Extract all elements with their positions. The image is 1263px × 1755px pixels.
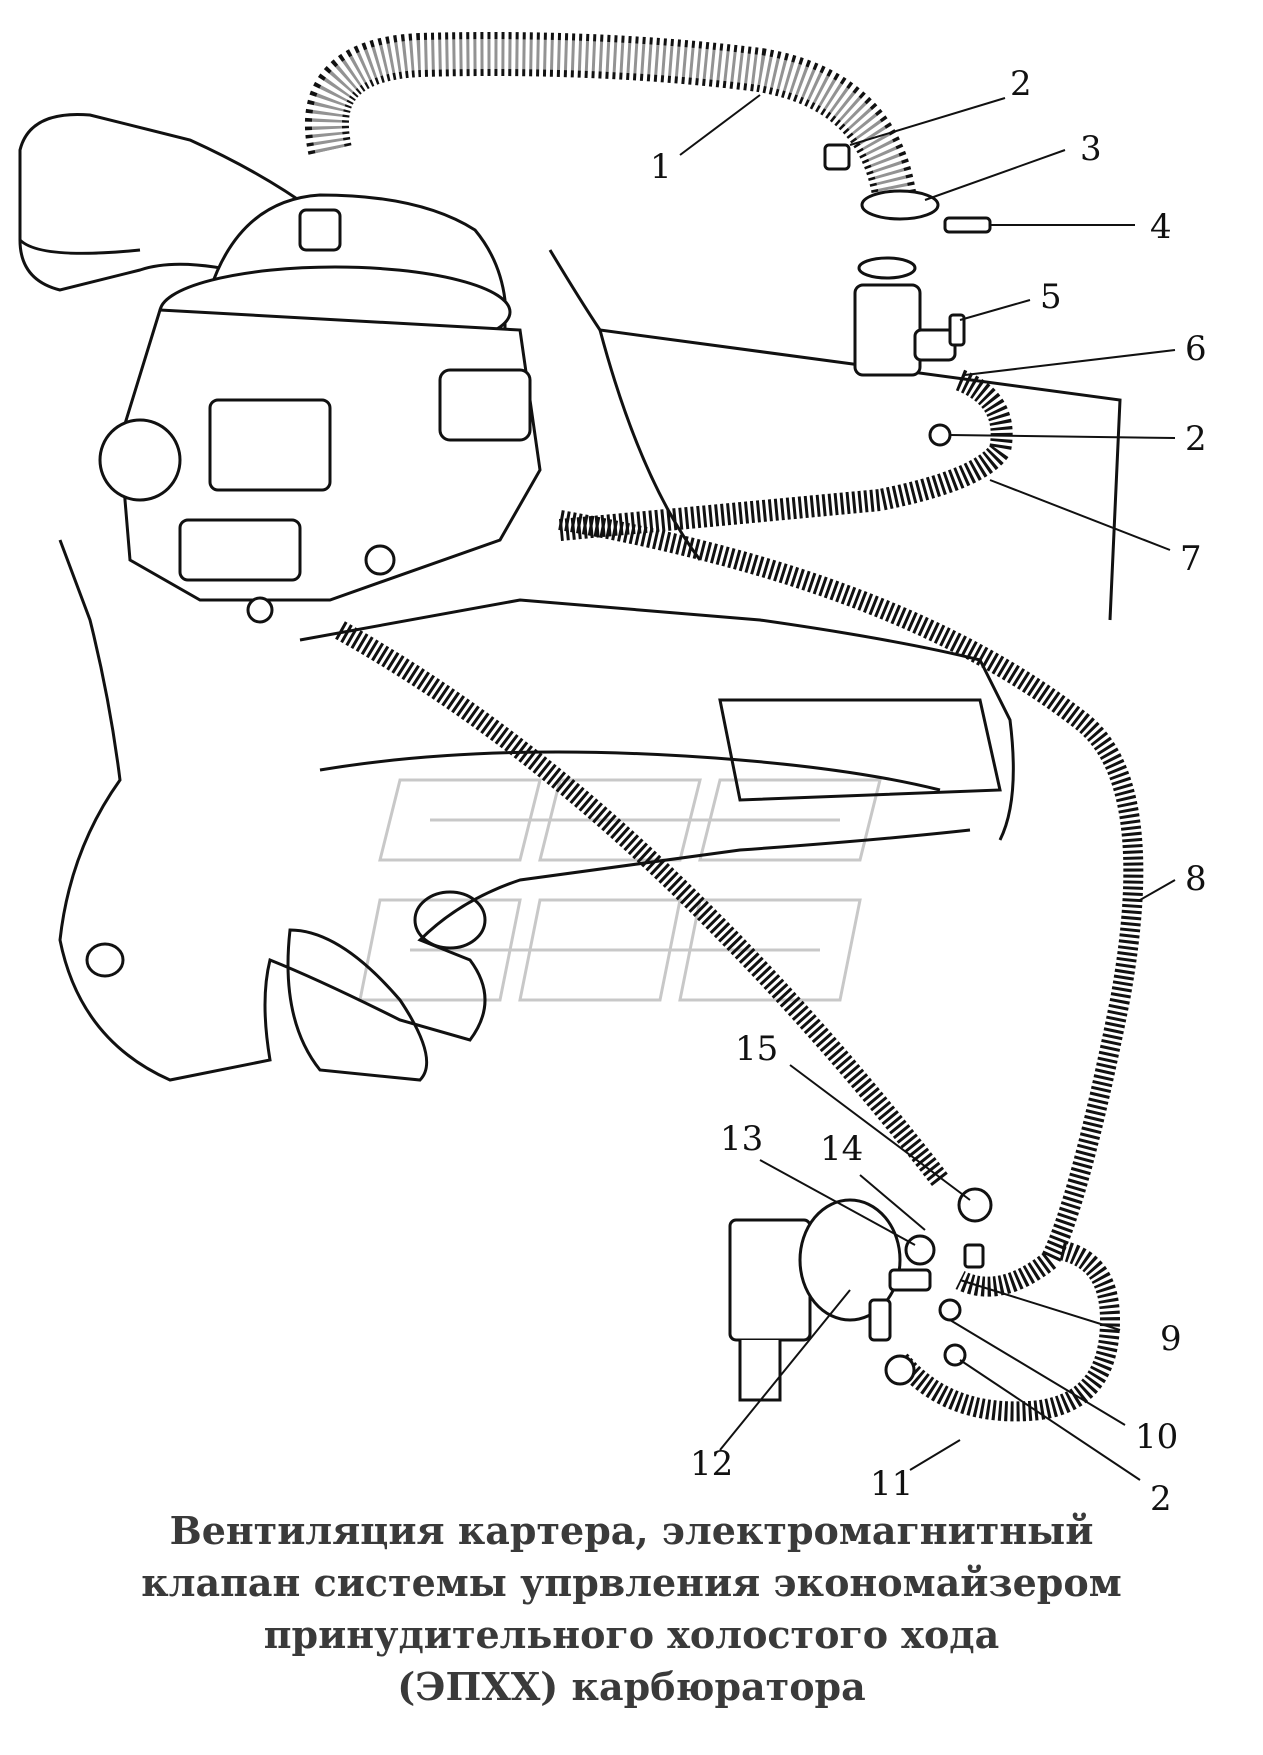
callout-1: 1	[650, 147, 672, 187]
vacuum-hose	[335, 621, 948, 1187]
carburetor	[98, 308, 542, 624]
hose-11	[892, 1240, 1121, 1422]
diagram-caption: Вентиляция картера, электромагнитный кла…	[0, 1505, 1263, 1713]
callout-12: 12	[690, 1444, 733, 1484]
callout-5: 5	[1040, 277, 1062, 317]
callout-14: 14	[820, 1129, 863, 1169]
callout-4: 4	[1150, 207, 1172, 247]
hose-7	[558, 369, 1013, 541]
solenoid-valve	[728, 1187, 993, 1402]
caption-line-2: клапан системы упрвления экономайзером	[141, 1560, 1122, 1605]
callout-10: 10	[1135, 1417, 1178, 1457]
callout-3: 3	[1080, 129, 1102, 169]
leader-lines	[679, 94, 1176, 1481]
hose-clamp	[823, 143, 992, 377]
hose-8	[558, 510, 1144, 1297]
callout-15: 15	[735, 1029, 778, 1069]
callout-13: 13	[720, 1119, 763, 1159]
callout-9: 9	[1160, 1319, 1182, 1359]
caption-line-3: принудительного холостого хода	[263, 1612, 1000, 1657]
intake-manifold	[58, 249, 1122, 1082]
callout-8: 8	[1185, 859, 1207, 899]
callout-2-c: 2	[1150, 1479, 1172, 1519]
callout-2: 2	[1010, 64, 1032, 104]
caption-line-1: Вентиляция картера, электромагнитный	[169, 1508, 1094, 1553]
callout-2-b: 2	[1185, 419, 1207, 459]
caption-line-4: (ЭПХХ) карбюратора	[397, 1664, 866, 1709]
callout-7: 7	[1180, 539, 1202, 579]
watermark-logo	[358, 778, 882, 1002]
callout-11: 11	[870, 1464, 913, 1504]
callout-6: 6	[1185, 329, 1207, 369]
